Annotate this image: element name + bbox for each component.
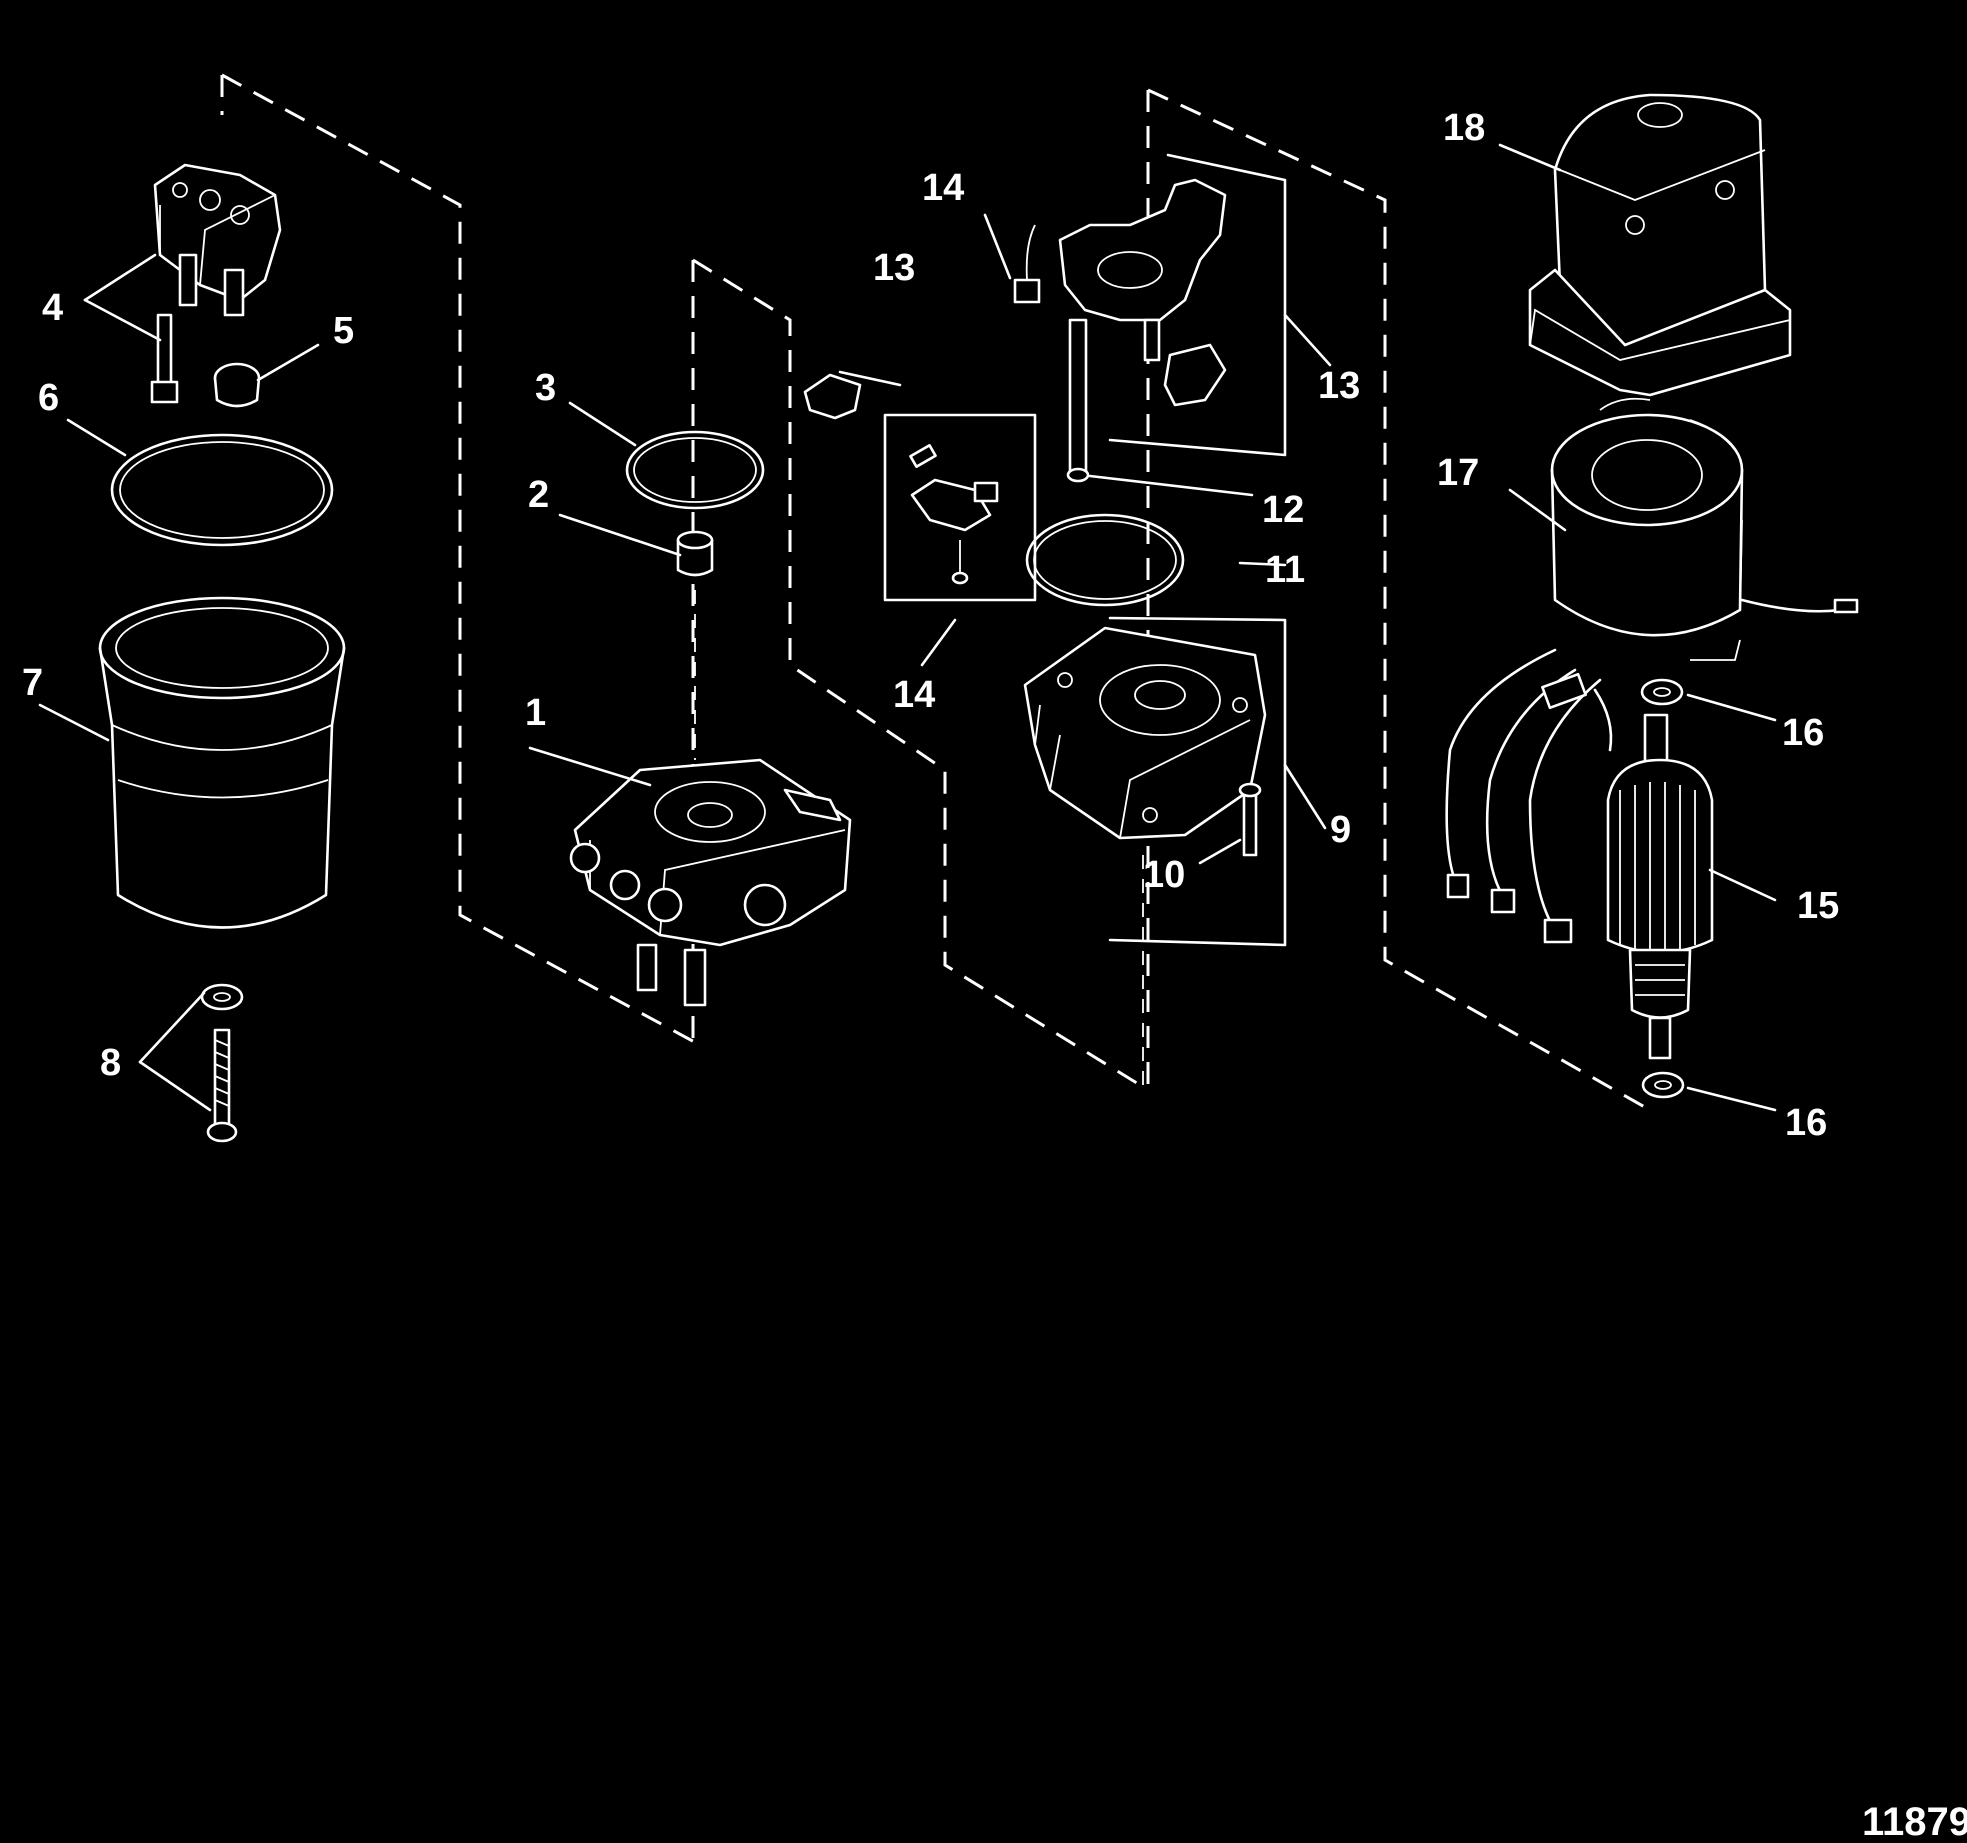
assembly-dashed-outlines: [220, 73, 1651, 1112]
callout-12: 12: [1262, 489, 1304, 531]
brush-holder-assembly: [1058, 178, 1227, 483]
callout-6: 6: [38, 377, 59, 419]
callout-8: 8: [100, 1042, 121, 1084]
dashed-outline-endcap-group: [1147, 88, 1651, 1112]
part-15-armature: [1606, 713, 1714, 1060]
part-8-washer-bolt: [200, 983, 244, 1143]
callout-labels: 1 2 3 4 5 6 7 8 9 10 11 12 13 13 14 14 1…: [22, 107, 1839, 1144]
part-16-washer-upper: [1640, 678, 1684, 706]
part-9-bracket: [1108, 616, 1287, 947]
part-3-o-ring: [625, 430, 765, 510]
callout-13-bracket: 13: [1318, 365, 1360, 407]
callout-14-kit: 14: [893, 674, 935, 716]
part-6-large-o-ring: [110, 433, 334, 547]
part-16-washer-lower: [1641, 1071, 1685, 1099]
part-1-pump-body: [569, 758, 852, 1007]
part-4-valve-block: [150, 163, 282, 404]
part-2-coupler: [676, 530, 714, 577]
callout-5: 5: [333, 310, 354, 352]
callout-7: 7: [22, 662, 43, 704]
callout-10: 10: [1143, 854, 1185, 896]
dashed-outline-left-group: [221, 73, 701, 1047]
callout-17: 17: [1437, 452, 1479, 494]
callout-15: 15: [1797, 885, 1839, 927]
callout-9: 9: [1330, 809, 1351, 851]
callout-11: 11: [1265, 549, 1305, 591]
part-18-end-cap: [1528, 93, 1792, 397]
part-7-reservoir-cylinder: [98, 596, 346, 929]
part-13-clip: [803, 373, 862, 420]
callout-16-upper: 16: [1782, 712, 1824, 754]
part-10-screw: [1238, 782, 1262, 857]
part-13-bracket: [1108, 153, 1287, 457]
figure-number: 11879: [1862, 1800, 1967, 1843]
part-9-end-frame: [1023, 626, 1267, 840]
callout-3: 3: [535, 367, 556, 409]
callout-1: 1: [525, 692, 546, 734]
callout-16-lower: 16: [1785, 1102, 1827, 1144]
callout-13-clip: 13: [873, 247, 915, 289]
callout-2: 2: [528, 474, 549, 516]
dashed-outline-pump-group: [692, 258, 1141, 1087]
part-14-brush: [1013, 224, 1041, 304]
callout-14-brush: 14: [922, 167, 964, 209]
leader-lines: [38, 143, 1777, 1112]
part-17-motor-housing: [1445, 397, 1859, 944]
callout-18: 18: [1443, 107, 1485, 149]
part-5-fitting: [213, 362, 261, 408]
part-11-o-ring: [1025, 513, 1185, 607]
part-14-brush-kit-box: [883, 413, 1037, 602]
callout-4: 4: [42, 287, 63, 329]
